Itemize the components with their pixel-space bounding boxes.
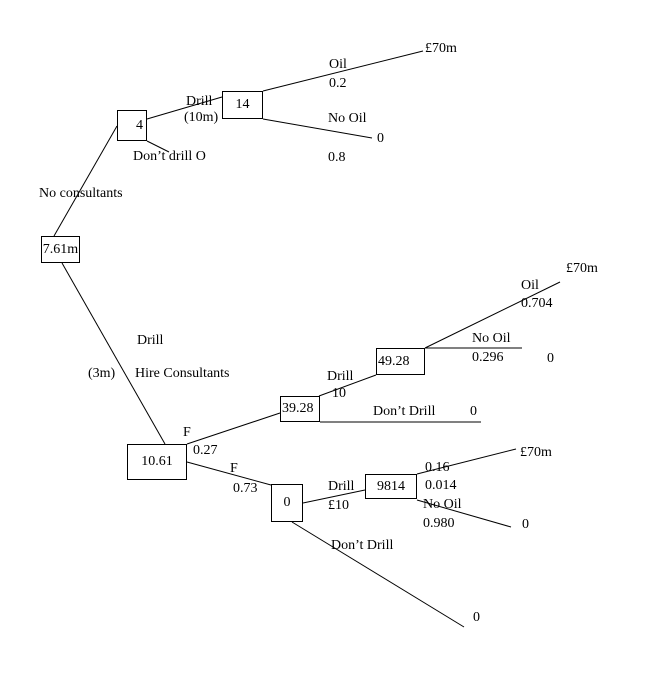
edge-no-consultants <box>53 125 118 237</box>
branch-bot-drill-label: Drill <box>328 479 355 494</box>
branch-mid-dont-drill-label: Don’t Drill <box>373 404 436 419</box>
terminal-top-oil-payoff: £70m <box>425 41 457 56</box>
branch-mid-oil-label: Oil <box>521 278 539 293</box>
branch-bot-drill-cost: £10 <box>328 498 349 513</box>
branch-drill-10m-cost: (10m) <box>184 110 219 125</box>
edge-bot-dont-drill <box>291 521 465 628</box>
edge-mid-drill <box>318 374 377 397</box>
node-4: 4 <box>117 110 147 141</box>
terminal-bot-oil-payoff: £70m <box>520 445 552 460</box>
edge-bot-nooil <box>416 499 512 528</box>
branch-no-consultants-label: No consultants <box>39 186 123 201</box>
branch-hire-drill-label: Drill <box>137 333 164 348</box>
branch-mid-nooil-prob: 0.296 <box>472 350 504 365</box>
branch-f-upper-label: F <box>183 425 191 440</box>
edge-bot-drill <box>302 489 366 504</box>
node-14: 14 <box>222 91 263 119</box>
node-0: 0 <box>271 484 303 522</box>
branch-bot-nooil-label: No Oil <box>423 497 462 512</box>
branch-dont-drill-top-label: Don’t drill O <box>133 149 206 164</box>
terminal-top-nooil-payoff: 0 <box>377 131 384 146</box>
branch-f-upper-prob: 0.27 <box>193 443 218 458</box>
branch-bot-nooil-prob: 0.980 <box>423 516 455 531</box>
branch-mid-drill-label: Drill <box>327 369 354 384</box>
branch-f-lower-prob: 0.73 <box>233 481 258 496</box>
node-39-28: 39.28 <box>280 396 320 422</box>
terminal-bot-nooil-payoff: 0 <box>522 517 529 532</box>
node-9814: 9814 <box>365 474 417 499</box>
edge-f-upper <box>186 412 281 445</box>
branch-top-nooil-prob: 0.8 <box>328 150 346 165</box>
edge-drill-10m <box>146 96 223 120</box>
node-7-61m: 7.61m <box>41 236 80 263</box>
branch-bot-oil-prob2: 0.014 <box>425 478 457 493</box>
branch-bot-oil-prob1: 0.16 <box>425 460 450 475</box>
branch-drill-10m-label: Drill <box>186 94 213 109</box>
terminal-mid-nooil-payoff: 0 <box>547 351 554 366</box>
terminal-mid-dont-drill-payoff: 0 <box>470 404 477 419</box>
node-49-28: 49.28 <box>376 348 425 375</box>
branch-hire-cost: (3m) <box>88 366 116 381</box>
branch-hire-label: Hire Consultants <box>135 366 230 381</box>
branch-bot-dont-drill-label: Don’t Drill <box>331 538 394 553</box>
edge-top-oil <box>262 50 424 92</box>
terminal-mid-oil-payoff: £70m <box>566 261 598 276</box>
branch-top-oil-prob: 0.2 <box>329 76 347 91</box>
branch-f-lower-label: F <box>230 461 238 476</box>
branch-top-nooil-label: No Oil <box>328 111 367 126</box>
edge-mid-oil <box>424 281 561 349</box>
branch-mid-nooil-label: No Oil <box>472 331 511 346</box>
edge-hire-consultants <box>61 262 166 445</box>
branch-mid-oil-prob: 0.704 <box>521 296 553 311</box>
edge-top-nooil <box>262 118 373 139</box>
branch-mid-drill-cost: 10 <box>332 386 346 401</box>
edge-dont-drill-top <box>146 140 170 153</box>
edge-f-lower <box>186 461 272 486</box>
edge-bot-oil <box>416 448 517 475</box>
node-10-61: 10.61 <box>127 444 187 480</box>
terminal-bot-dont-drill-payoff: 0 <box>473 610 480 625</box>
branch-top-oil-label: Oil <box>329 57 347 72</box>
